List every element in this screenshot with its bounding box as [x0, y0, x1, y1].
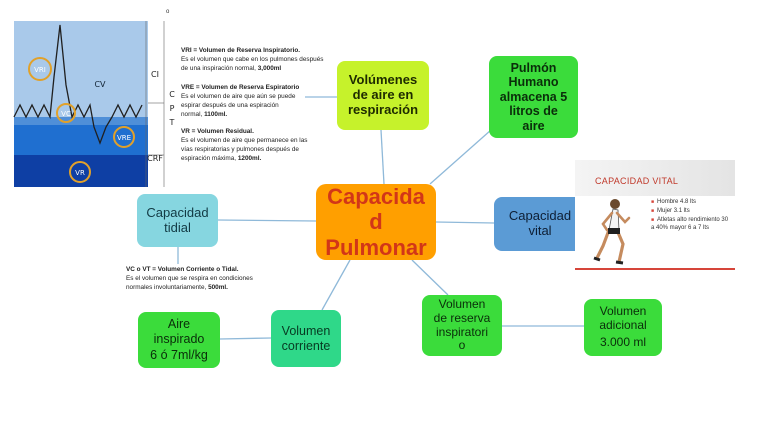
central-line-3: Pulmonar	[325, 234, 427, 260]
node-volumenes-line-3: respiración	[347, 101, 419, 117]
note-vri-title: VRI = Volumen de Reserva Inspiratorio.	[181, 47, 301, 54]
cv-item-mujer: Mujer 3.1 lts	[651, 207, 731, 215]
node-pulmon[interactable]: Pulmón Humano almacena 5 litros de aire	[489, 56, 578, 138]
cv-title: CAPACIDAD VITAL	[595, 176, 679, 186]
note-vr-body: Es el volumen de aire que permanece en l…	[181, 136, 308, 162]
central-line-1: Capacida	[327, 184, 425, 210]
node-vital-line-2: vital	[528, 223, 552, 238]
corner-mark: o	[166, 9, 170, 15]
spiro-label-p: P	[170, 104, 175, 113]
note-vri: VRI = Volumen de Reserva Inspiratorio. E…	[181, 47, 331, 74]
spiro-label-vr: VR	[75, 169, 85, 177]
node-corriente-line-2: corriente	[281, 338, 331, 353]
node-reserva-line-1: Volumen	[438, 296, 486, 311]
note-vc-title: VC o VT = Volumen Corriente o Tidal.	[126, 266, 239, 273]
node-capacidad-tidial[interactable]: Capacidad tidial	[137, 194, 218, 247]
node-aire-line-2: inspirado	[153, 331, 205, 346]
node-adicional-line-2: adicional	[599, 317, 647, 332]
central-node-capacidad-pulmonar[interactable]: Capacida d Pulmonar	[316, 184, 436, 260]
note-vr-value: 1200ml.	[237, 154, 262, 162]
node-reserva-line-2: de reserva	[433, 310, 491, 325]
note-vre-body: Es el volumen de aire que aún se puede e…	[181, 92, 296, 118]
node-adicional-line-3: 3.000 ml	[599, 335, 647, 350]
node-pulmon-line-5: aire	[522, 118, 545, 133]
note-vre-value: 1100ml.	[204, 110, 228, 118]
connector-corriente	[321, 259, 351, 311]
note-vc-value: 500ml.	[208, 283, 228, 291]
node-aire-inspirado[interactable]: Aire inspirado 6 ó 7ml/kg	[138, 312, 220, 368]
cv-list: Hombre 4.8 lts Mujer 3.1 lts Atletas alt…	[651, 198, 731, 233]
cv-header-band	[575, 160, 735, 196]
node-corriente-line-1: Volumen	[281, 324, 331, 339]
connector-aire	[219, 337, 272, 340]
node-reserva-line-3: inspiratori	[435, 324, 489, 339]
connector-volumenes	[380, 129, 385, 185]
central-line-2: d	[369, 209, 383, 235]
note-vr: VR = Volumen Residual. Es el volumen de …	[181, 128, 311, 164]
runner-icon	[593, 199, 631, 265]
node-adicional-line-1: Volumen	[599, 303, 647, 318]
spirogram-image: VRI VC VRE VR CV CI C P T CRF	[8, 15, 180, 191]
node-tidal-line-1: Capacidad	[146, 204, 209, 220]
note-vc: VC o VT = Volumen Corriente o Tidal. Es …	[126, 266, 278, 293]
note-vc-body: Es el volumen que se respira en condicio…	[126, 274, 253, 291]
node-volumenes-line-1: Volúmenes	[348, 72, 418, 88]
note-vre: VRE = Volumen de Reserva Espiratorio Es …	[181, 84, 301, 120]
node-aire-line-1: Aire	[167, 317, 191, 332]
node-volumen-reserva[interactable]: Volumen de reserva inspiratori o	[422, 295, 502, 356]
node-volumenes-line-2: de aire en	[352, 87, 414, 103]
connector-pulmon	[429, 129, 492, 185]
node-vital-line-1: Capacidad	[508, 208, 572, 224]
node-reserva-line-4: o	[458, 338, 466, 353]
cv-bottom-line	[575, 268, 735, 270]
spiro-label-c: C	[169, 90, 175, 99]
note-vr-title: VR = Volumen Residual.	[181, 128, 254, 135]
cv-item-atletas: Atletas alto rendimiento 30 a 40% mayor …	[651, 216, 731, 232]
connector-vital	[435, 221, 495, 224]
spiro-label-crf: CRF	[147, 154, 163, 163]
spiro-label-ci: CI	[151, 70, 159, 79]
node-tidal-line-2: tidial	[164, 219, 191, 235]
note-vre-title: VRE = Volumen de Reserva Espiratorio	[181, 84, 300, 91]
node-capacidad-vital[interactable]: Capacidad vital	[494, 197, 586, 251]
spiro-label-t: T	[169, 118, 175, 127]
spiro-label-vre: VRE	[117, 134, 131, 142]
note-vri-body: Es el volumen que cabe en los pulmones d…	[181, 55, 324, 72]
spiro-label-vc: VC	[61, 110, 71, 118]
capacidad-vital-image: CAPACIDAD VITAL Hombre 4.8 lts Mujer 3.1…	[575, 160, 735, 272]
note-vri-value: 3,000ml	[257, 64, 282, 72]
node-pulmon-line-2: Humano	[508, 75, 559, 90]
spiro-label-cv: CV	[94, 80, 106, 89]
cv-item-hombre: Hombre 4.8 lts	[651, 198, 731, 206]
node-volumen-corriente[interactable]: Volumen corriente	[271, 310, 341, 367]
connector-tidal	[217, 219, 317, 222]
node-pulmon-line-3: almacena 5	[499, 89, 568, 104]
node-pulmon-line-1: Pulmón	[510, 61, 557, 76]
spiro-label-vri: VRI	[34, 66, 46, 74]
connector-reserva	[411, 259, 449, 296]
node-aire-line-3: 6 ó 7ml/kg	[150, 348, 208, 363]
node-volumenes[interactable]: Volúmenes de aire en respiración	[337, 61, 429, 130]
node-pulmon-line-4: litros de	[509, 104, 558, 119]
node-volumen-adicional[interactable]: Volumen adicional 3.000 ml	[584, 299, 662, 356]
